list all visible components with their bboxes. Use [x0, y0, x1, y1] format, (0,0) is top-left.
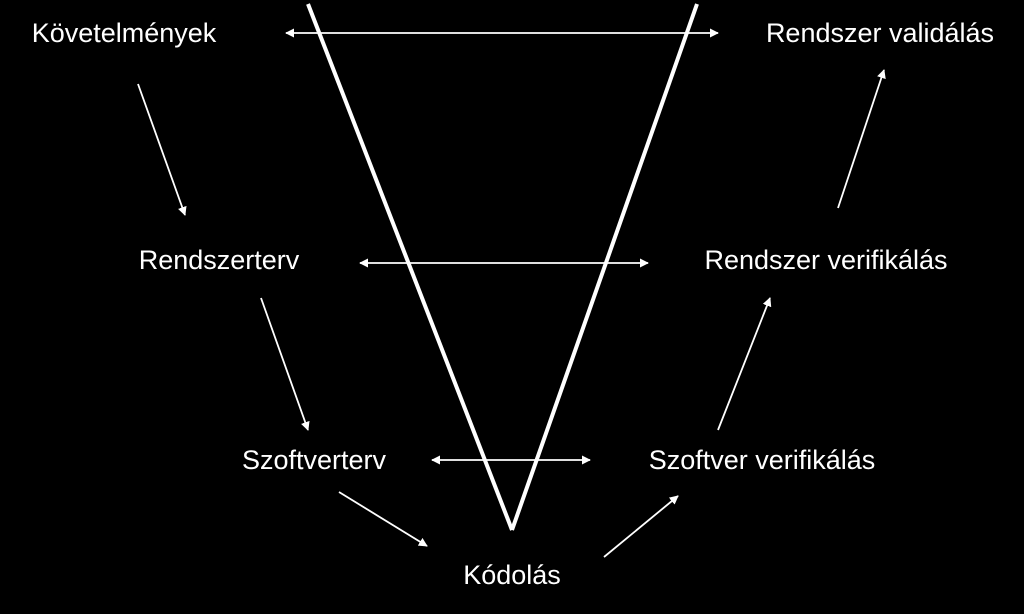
arrow-softwareverification-to-systemverification: [717, 297, 772, 431]
label-coding: Kódolás: [463, 560, 561, 590]
label-requirements: Követelmények: [31, 18, 217, 48]
label-system-verification: Rendszer verifikálás: [704, 245, 948, 275]
arrow-requirements-to-systemdesign: [137, 83, 187, 216]
arrow-systemdesign-to-softwaredesign: [260, 297, 310, 431]
arrow-softwaredesign-to-coding: [338, 491, 428, 547]
arrow-coding-to-softwareverification: [603, 495, 679, 558]
label-software-design: Szoftverterv: [241, 445, 387, 475]
label-system-validation: Rendszer validálás: [765, 18, 995, 48]
label-system-design: Rendszerterv: [138, 245, 300, 275]
arrow-systemverification-to-validation: [837, 69, 886, 209]
label-software-verification: Szoftver verifikálás: [648, 445, 876, 475]
